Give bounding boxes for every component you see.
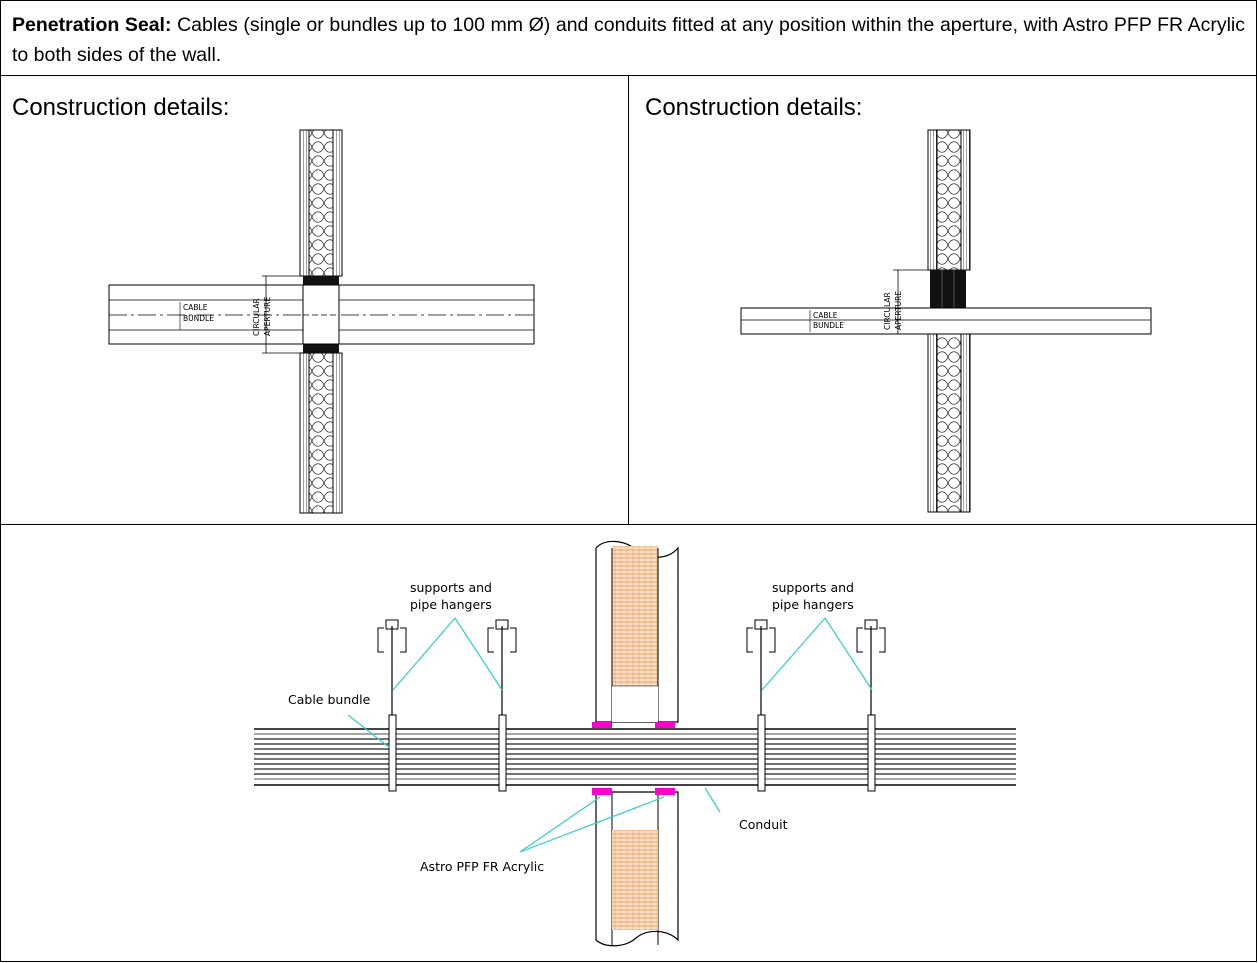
cable-bundle-label: Cable bundle [288,692,371,707]
right-cable-label-1: CABLE [813,311,838,320]
left-aperture-label-2: APERTURE [263,297,272,336]
left-cable-bundle [108,284,535,345]
left-construction-heading: Construction details: [12,94,230,121]
bottom-cable-bundle [254,728,1016,788]
bottom-leader-lines [347,617,873,853]
left-dimension-lines [179,275,300,354]
supports-left-label-1: supports and [410,580,492,595]
left-cable-label-2: BUNDLE [183,314,214,323]
bottom-sealant-pads [592,722,675,795]
conduit-label: Conduit [739,817,788,832]
bottom-support-hangers [377,619,886,792]
right-dimension-lines [893,269,928,334]
right-cable-label-2: BUNDLE [813,321,844,330]
sealant-label: Astro PFP FR Acrylic [420,859,544,874]
description-text: Cables (single or bundles up to 100 mm Ø… [12,14,1246,66]
left-wall-section [299,129,343,514]
right-cable-bundle [740,307,1152,335]
description-title: Penetration Seal: [12,14,172,36]
supports-right-label-2: pipe hangers [772,597,854,612]
penetration-seal-description: Penetration Seal: Cables (single or bund… [0,0,1257,76]
panel-divider-vertical [628,76,629,524]
bottom-wall-upper [595,540,679,723]
right-aperture-label-2: APERTURE [894,291,903,330]
bottom-wall-lower [595,791,679,947]
supports-left-label-2: pipe hangers [410,597,492,612]
right-aperture-label-1: CIRCULAR [883,292,892,330]
right-wall-section [927,129,971,513]
panel-divider-horizontal [0,524,1257,525]
left-aperture-label-1: CIRCULAR [252,298,261,336]
supports-right-label-1: supports and [772,580,854,595]
left-cable-label-1: CABLE [183,303,208,312]
right-construction-heading: Construction details: [645,94,863,121]
